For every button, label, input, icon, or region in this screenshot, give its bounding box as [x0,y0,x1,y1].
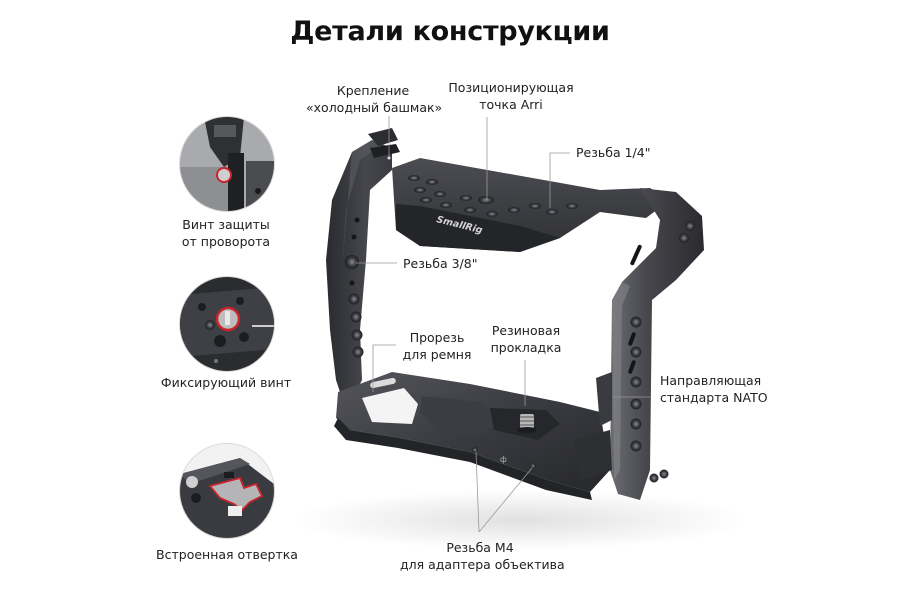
inset-built-in-screwdriver [179,443,275,539]
callout-thread-1-4: Резьба 1/4" [576,145,651,160]
callout-rubber-pad: Резиновая прокладка [490,323,562,355]
base-plate: ф [334,372,610,500]
leader-lines [356,116,650,533]
callout-thread-3-8: Резьба 3/8" [403,256,478,271]
callout-cold-shoe: Крепление «холодный башмак» [306,83,443,115]
top-plate: SmallRig [392,158,670,252]
right-arm [610,188,704,500]
left-grip [326,128,400,392]
page-title: Детали конструкции [290,16,610,47]
inset-caption-screwdriver: Встроенная отвертка [156,547,298,562]
callout-strap-slot: Прорезь для ремня [402,330,472,362]
inset-anti-twist-screw [179,116,275,212]
callout-nato-rail: Направляющая стандарта NATO [660,373,768,405]
inset-locking-screw [179,276,275,372]
svg-text:ф: ф [500,455,507,464]
inset-caption-locking-screw: Фиксирующий винт [160,375,292,390]
inset-caption-anti-twist: Винт защиты от проворота [181,217,271,249]
callout-arri-point: Позиционирующая точка Arri [448,80,574,112]
callout-m4-thread: Резьба М4 для адаптера объектива [400,540,565,572]
